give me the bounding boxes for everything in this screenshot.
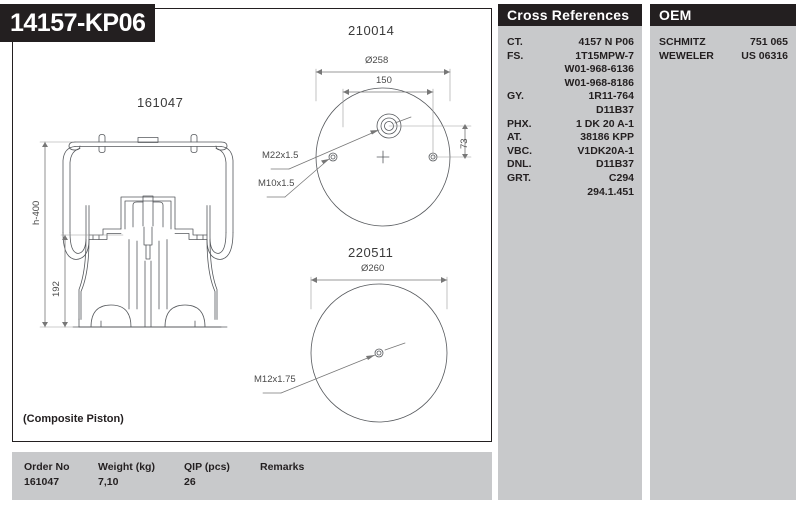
part-number-title-block: 14157-KP06 bbox=[0, 4, 155, 42]
cross-reference-code: D11B37 bbox=[596, 158, 634, 171]
cross-reference-code: 1T15MPW-7 bbox=[575, 49, 634, 62]
order-table-grid: Order No Weight (kg) QIP (pcs) Remarks 16104… bbox=[12, 452, 492, 500]
order-table-header: QIP (pcs) bbox=[184, 461, 230, 473]
order-table-header: Weight (kg) bbox=[98, 461, 155, 473]
order-table-value: 7,10 bbox=[98, 476, 119, 488]
cross-reference-row: GY. 1R11-764 bbox=[507, 90, 634, 104]
order-table-value: 26 bbox=[184, 476, 196, 488]
dimension-top-diameter: Ø258 bbox=[365, 55, 389, 66]
cross-reference-code: 1R11-764 bbox=[588, 90, 634, 103]
oem-row: WEWELER US 06316 bbox=[659, 50, 788, 64]
composite-piston-note: (Composite Piston) bbox=[23, 413, 124, 425]
cross-reference-brand: DNL. bbox=[507, 158, 532, 171]
order-table: Order No Weight (kg) QIP (pcs) Remarks 16104… bbox=[12, 452, 492, 500]
oem-code: 751 065 bbox=[750, 36, 788, 48]
cross-reference-brand: VBC. bbox=[507, 144, 533, 157]
order-table-value: 161047 bbox=[24, 476, 60, 488]
cross-reference-code: 4157 N P06 bbox=[578, 36, 634, 48]
cross-reference-brand: GY. bbox=[507, 90, 524, 103]
cross-reference-row: DNL. D11B37 bbox=[507, 158, 634, 172]
cross-reference-row: AT. 38186 KPP bbox=[507, 131, 634, 145]
cross-reference-row: FS. 1T15MPW-7 bbox=[507, 50, 634, 64]
cross-reference-code: 1 DK 20 A-1 bbox=[576, 117, 634, 130]
cross-reference-row: CT. 4157 N P06 bbox=[507, 36, 634, 50]
cross-reference-brand: CT. bbox=[507, 36, 523, 48]
dimension-height-secondary: 192 bbox=[51, 281, 62, 297]
order-table-header: Remarks bbox=[260, 461, 305, 473]
dimension-thread-m12: M12x1.75 bbox=[254, 374, 296, 385]
cross-reference-brand: GRT. bbox=[507, 171, 531, 184]
part-number-text: 14157-KP06 bbox=[10, 8, 146, 37]
bottom-view-label: 220511 bbox=[348, 245, 394, 260]
cross-reference-brand: PHX. bbox=[507, 117, 532, 130]
cross-reference-code: V1DK20A-1 bbox=[577, 144, 634, 157]
oem-brand: SCHMITZ bbox=[659, 36, 706, 48]
oem-title: OEM bbox=[659, 7, 692, 23]
cross-reference-brand: AT. bbox=[507, 131, 522, 144]
dimension-thread-m22: M22x1.5 bbox=[262, 150, 299, 161]
cross-references-title: Cross References bbox=[507, 7, 630, 23]
cross-reference-row: VBC. V1DK20A-1 bbox=[507, 145, 634, 159]
cross-reference-row: GRT. C294 bbox=[507, 172, 634, 186]
dimension-bottom-diameter: Ø260 bbox=[361, 263, 385, 274]
order-table-header: Order No bbox=[24, 461, 70, 473]
oem-brand: WEWELER bbox=[659, 49, 714, 62]
technical-drawing-svg bbox=[39, 68, 472, 423]
cross-references-header: Cross References bbox=[498, 4, 642, 26]
cross-reference-row: 294.1.451 bbox=[507, 186, 634, 200]
cross-reference-code: W01-968-6136 bbox=[564, 63, 634, 76]
cross-reference-row: W01-968-8186 bbox=[507, 77, 634, 91]
cross-reference-brand: FS. bbox=[507, 49, 524, 62]
dimension-top-offset: 73 bbox=[459, 138, 470, 149]
dimension-thread-m10: M10x1.5 bbox=[258, 178, 295, 189]
top-view-label: 210014 bbox=[348, 23, 395, 38]
cross-reference-code: 294.1.451 bbox=[587, 185, 634, 198]
oem-code: US 06316 bbox=[741, 49, 788, 62]
cross-reference-row: PHX. 1 DK 20 A-1 bbox=[507, 118, 634, 132]
oem-header: OEM bbox=[650, 4, 796, 26]
oem-row: SCHMITZ 751 065 bbox=[659, 36, 788, 50]
cross-reference-code: 38186 KPP bbox=[580, 131, 634, 144]
drawing-frame: 161047 210014 220511 h-400 192 Ø258 150 … bbox=[12, 8, 492, 442]
cross-reference-row: D11B37 bbox=[507, 104, 634, 118]
main-view-label: 161047 bbox=[137, 95, 184, 110]
dimension-height-overall: h-400 bbox=[31, 200, 42, 225]
dimension-top-bolt-spacing: 150 bbox=[376, 75, 392, 86]
cross-reference-code: C294 bbox=[608, 171, 634, 184]
cross-reference-code: D11B37 bbox=[596, 103, 634, 116]
cross-reference-row: W01-968-6136 bbox=[507, 63, 634, 77]
cross-reference-code: W01-968-8186 bbox=[564, 76, 634, 89]
